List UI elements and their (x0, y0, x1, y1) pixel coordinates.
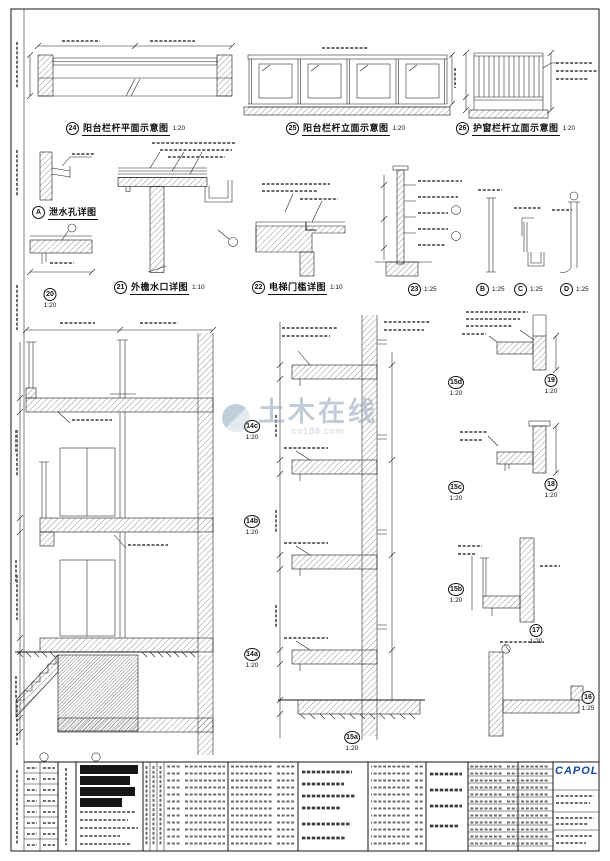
section-14-art (15, 322, 217, 762)
titleblock-art (24, 762, 599, 851)
detail-ref-18: 18 1:20 (544, 478, 558, 499)
detail-ref-15c: 15c 1:20 (448, 481, 464, 502)
section-15-art (275, 315, 430, 740)
detail-17-art (458, 537, 560, 654)
detail-ref-16: 16 1:25 (581, 691, 595, 712)
watermark-site: co188.com (291, 426, 345, 436)
detail-ref-14b: 14b 1:20 (243, 515, 261, 536)
detail-D-art (552, 191, 580, 273)
detail-scale-18: 1:20 (544, 492, 558, 499)
detail-25-art (243, 47, 456, 116)
detail-20-art (26, 223, 96, 276)
detail-ref-19: 19 1:20 (544, 374, 558, 395)
detail-24-art (26, 40, 236, 100)
detail-22-art (255, 183, 346, 277)
detail-scale-D: 1:25 (576, 286, 589, 293)
detail-B-art (478, 189, 502, 273)
detail-ref-17: 17 1:20 (529, 624, 543, 645)
detail-ref-15a: 15a 1:20 (344, 731, 360, 752)
detail-19-art (462, 311, 560, 374)
detail-21-art (117, 142, 238, 273)
detail-scale-26: 1:20 (562, 125, 576, 132)
detail-title-C: C 1:25 (514, 283, 543, 296)
detail-scale-17: 1:20 (529, 638, 543, 645)
detail-scale-B: 1:25 (492, 286, 505, 293)
detail-bubble-19: 19 (544, 374, 558, 387)
detail-bubble-15c: 15c (448, 481, 464, 494)
detail-scale-24: 1:20 (172, 125, 186, 132)
detail-title-24: 24 阳台栏杆平面示意图 1:20 (66, 121, 185, 136)
detail-bubble-24: 24 (66, 122, 79, 135)
detail-title-text-22: 电梯门槛详图 (268, 280, 328, 295)
detail-scale-16: 1:25 (581, 705, 595, 712)
detail-bubble-15b: 15b (447, 583, 465, 596)
detail-title-22: 22 电梯门槛详图 1:10 (252, 280, 343, 295)
detail-scale-14a: 1:20 (245, 662, 259, 669)
detail-scale-C: 1:25 (530, 286, 543, 293)
detail-scale-25: 1:20 (392, 125, 406, 132)
detail-ref-15b: 15b 1:20 (447, 583, 465, 604)
detail-bubble-25: 25 (286, 122, 299, 135)
detail-bubble-14a: 14a (244, 648, 260, 661)
company-logo: CAPOL (555, 765, 599, 777)
detail-title-text-24: 阳台栏杆平面示意图 (82, 121, 170, 136)
detail-bubble-20: 20 (43, 288, 57, 301)
detail-scale-15d: 1:20 (449, 390, 463, 397)
detail-scale-20: 1:20 (43, 302, 57, 309)
detail-title-26: 26 护窗栏杆立面示意图 1:20 (456, 121, 575, 136)
detail-bubble-17: 17 (529, 624, 543, 637)
watermark-brand: 土木在线 (258, 397, 378, 427)
detail-bubble-21: 21 (114, 281, 127, 294)
detail-title-21: 21 外檐水口详图 1:10 (114, 280, 205, 295)
detail-bubble-B: B (476, 283, 489, 296)
detail-bubble-26: 26 (456, 122, 469, 135)
detail-title-text-A: 泄水孔详图 (48, 205, 98, 220)
detail-scale-19: 1:20 (544, 388, 558, 395)
detail-23-art (375, 165, 462, 277)
detail-title-23: 23 1:25 (408, 283, 437, 296)
detail-bubble-14c: 14c (244, 420, 260, 433)
detail-title-text-21: 外檐水口详图 (130, 280, 190, 295)
watermark: 土木在线 co188.com (222, 399, 378, 436)
detail-scale-21: 1:10 (192, 284, 205, 291)
detail-title-text-25: 阳台栏杆立面示意图 (302, 121, 390, 136)
detail-scale-14b: 1:20 (245, 529, 259, 536)
detail-bubble-23: 23 (408, 283, 421, 296)
detail-title-text-26: 护窗栏杆立面示意图 (472, 121, 560, 136)
detail-16-art (488, 641, 584, 737)
detail-bubble-16: 16 (581, 691, 595, 704)
detail-bubble-A: A (32, 206, 45, 219)
detail-bubble-15d: 15d (447, 376, 465, 389)
detail-title-B: B 1:25 (476, 283, 505, 296)
detail-26-art (462, 49, 597, 119)
detail-18-art (460, 420, 560, 477)
detail-ref-15d: 15d 1:20 (447, 376, 465, 397)
detail-bubble-14b: 14b (243, 515, 261, 528)
detail-bubble-18: 18 (544, 478, 558, 491)
detail-scale-22: 1:10 (330, 284, 343, 291)
detail-C-art (514, 207, 545, 267)
detail-scale-23: 1:25 (424, 286, 437, 293)
detail-scale-14c: 1:20 (245, 434, 259, 441)
detail-title-A: A 泄水孔详图 (32, 205, 101, 220)
detail-scale-15a: 1:20 (345, 745, 359, 752)
detail-bubble-15a: 15a (344, 731, 360, 744)
detail-scale-15b: 1:20 (449, 597, 463, 604)
detail-title-D: D 1:25 (560, 283, 589, 296)
detail-scale-15c: 1:20 (449, 495, 463, 502)
detail-ref-20: 20 1:20 (43, 288, 57, 309)
detail-title-25: 25 阳台栏杆立面示意图 1:20 (286, 121, 405, 136)
detail-A-art (39, 151, 94, 201)
detail-ref-14c: 14c 1:20 (244, 420, 260, 441)
detail-bubble-D: D (560, 283, 573, 296)
detail-bubble-22: 22 (252, 281, 265, 294)
detail-bubble-C: C (514, 283, 527, 296)
detail-ref-14a: 14a 1:20 (244, 648, 260, 669)
